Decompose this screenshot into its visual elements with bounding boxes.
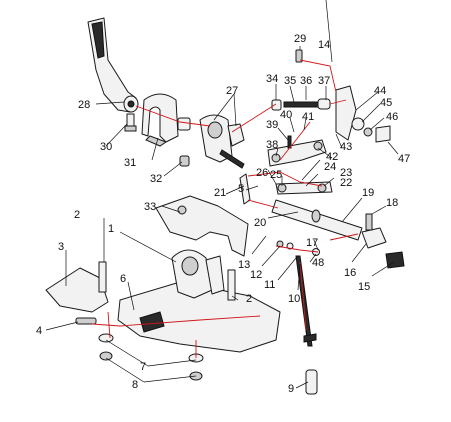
callout-27: 27 — [226, 85, 238, 97]
callout-20: 20 — [254, 217, 266, 229]
callout-31: 31 — [124, 157, 136, 169]
callout-2-right: 2 — [246, 293, 252, 305]
part-upper-bracket-33 — [155, 195, 249, 257]
part-rod — [295, 255, 318, 395]
callout-47: 47 — [398, 153, 410, 165]
part-link-plate — [267, 135, 327, 167]
callout-42: 42 — [326, 151, 338, 163]
part-base-assembly — [45, 249, 281, 353]
callout-labels: 1 2 2 3 4 5 6 7 8 9 10 11 12 13 14 15 16… — [36, 33, 410, 395]
callout-44: 44 — [374, 85, 386, 97]
callout-5: 5 — [238, 183, 244, 195]
callout-6: 6 — [120, 273, 126, 285]
callout-45: 45 — [380, 97, 392, 109]
part-pin-29 — [295, 49, 303, 63]
callout-41: 41 — [302, 111, 314, 123]
callout-19: 19 — [362, 187, 374, 199]
callout-12: 12 — [250, 269, 262, 281]
callout-35: 35 — [284, 75, 296, 87]
callout-17: 17 — [306, 237, 318, 249]
callout-13: 13 — [238, 259, 250, 271]
callout-23: 23 — [340, 167, 352, 179]
callout-39: 39 — [266, 119, 278, 131]
callout-4: 4 — [36, 325, 42, 337]
part-bracket-arm — [87, 17, 139, 113]
part-shaft-end — [361, 213, 405, 269]
part-bolt-30 — [124, 113, 137, 132]
callout-34: 34 — [266, 73, 278, 85]
callout-24: 24 — [324, 161, 336, 173]
callout-46: 46 — [386, 111, 398, 123]
callout-26: 26 — [256, 167, 268, 179]
callout-14: 14 — [318, 39, 330, 51]
callout-10: 10 — [288, 293, 300, 305]
part-link-bar — [239, 173, 333, 205]
callout-7: 7 — [140, 361, 146, 373]
callout-33: 33 — [144, 201, 156, 213]
callout-16: 16 — [344, 267, 356, 279]
callout-36: 36 — [300, 75, 312, 87]
part-screw-32 — [179, 155, 190, 167]
callout-8: 8 — [132, 379, 138, 391]
callout-22: 22 — [340, 177, 352, 189]
callout-9: 9 — [288, 383, 294, 395]
part-lever-cluster — [335, 85, 391, 143]
callout-21: 21 — [214, 187, 226, 199]
callout-3: 3 — [58, 241, 64, 253]
callout-11: 11 — [264, 279, 275, 291]
callout-43: 43 — [340, 141, 352, 153]
assembly-lines — [91, 59, 359, 358]
callout-37: 37 — [318, 75, 330, 87]
callout-48: 48 — [312, 257, 324, 269]
callout-30: 30 — [100, 141, 112, 153]
part-pivot-block-27 — [177, 114, 245, 169]
callout-18: 18 — [386, 197, 398, 209]
callout-32: 32 — [150, 173, 162, 185]
callout-38: 38 — [266, 139, 278, 151]
part-clamp-31 — [141, 93, 179, 147]
callout-40: 40 — [280, 109, 292, 121]
part-main-shaft — [271, 199, 363, 241]
leader-lines — [45, 0, 399, 389]
callout-15: 15 — [358, 281, 370, 293]
callout-25: 25 — [270, 169, 282, 181]
callout-2-left: 2 — [74, 209, 80, 221]
callout-29: 29 — [294, 33, 306, 45]
callout-1: 1 — [108, 223, 114, 235]
callout-28: 28 — [78, 99, 90, 111]
part-linkage-shaft — [271, 98, 331, 111]
